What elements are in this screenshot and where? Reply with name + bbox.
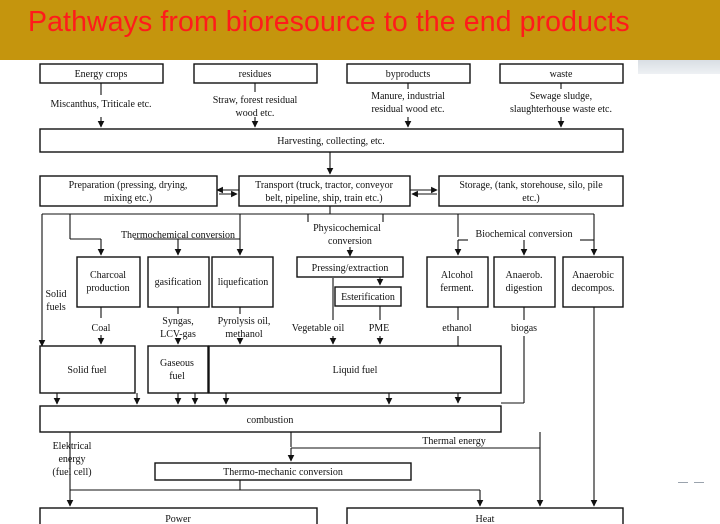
thermo-mechanic-box: [154, 462, 412, 481]
transport-label: Transport (truck, tractor, conveyor: [255, 180, 393, 191]
process-label: digestion: [506, 283, 543, 294]
source-examples: slaughterhouse waste etc.: [510, 104, 612, 115]
intermediate-label: Syngas,: [162, 316, 193, 327]
harvesting-label: Harvesting, collecting, etc.: [277, 136, 384, 147]
biochemical-label: Biochemical conversion: [476, 229, 573, 240]
solid-fuel-box: [39, 345, 136, 394]
gaseous-fuel-box: [147, 345, 209, 394]
combustion-box: [39, 405, 502, 433]
intermediate-label: Vegetable oil: [292, 323, 345, 334]
process-label: Anaerob.: [506, 270, 543, 281]
storage-label: etc.): [522, 193, 540, 204]
source-examples: Straw, forest residual: [213, 95, 298, 106]
fuel-label: fuel: [169, 371, 185, 382]
process-label: ferment.: [440, 283, 474, 294]
electrical-energy-label: energy: [58, 454, 85, 465]
process-label: production: [86, 283, 129, 294]
thermochemical-label: Thermochemical conversion: [121, 230, 235, 241]
charcoal-production-box: [76, 256, 141, 308]
source-examples: residual wood etc.: [371, 104, 444, 115]
source-examples: Manure, industrial: [371, 91, 445, 102]
source-label: residues: [239, 69, 272, 80]
fuel-label: Gaseous: [160, 358, 194, 369]
intermediate-label: ethanol: [442, 323, 472, 334]
process-label: liquefication: [218, 277, 269, 288]
slide-title: Pathways from bioresource to the end pro…: [28, 6, 630, 38]
source-examples: Miscanthus, Triticale etc.: [50, 99, 151, 110]
heat-label: Heat: [476, 514, 495, 524]
anaerob-digestion-box: [493, 256, 556, 308]
thermo-mechanic-label: Thermo-mechanic conversion: [223, 467, 343, 478]
electrical-energy-label: (fuel cell): [52, 467, 91, 478]
source-label: byproducts: [386, 69, 431, 80]
source-examples: wood etc.: [236, 108, 275, 119]
source-label: waste: [550, 69, 573, 80]
intermediate-label: PME: [369, 323, 390, 334]
title-bar: Pathways from bioresource to the end pro…: [0, 0, 720, 60]
storage-label: Storage, (tank, storehouse, silo, pile: [459, 180, 603, 191]
process-label: Alcohol: [441, 270, 473, 281]
harvesting-box: [39, 128, 624, 153]
preparation-box: [39, 175, 218, 207]
process-label: gasification: [155, 277, 202, 288]
transport-label: belt, pipeline, ship, train etc.): [265, 193, 382, 204]
source-examples: Sewage sludge,: [530, 91, 592, 102]
liquefication-box: [211, 256, 274, 308]
intermediate-label: methanol: [225, 329, 262, 340]
combustion-label: combustion: [247, 415, 294, 426]
esterification-box: [334, 286, 402, 307]
electrical-energy-label: Elektrical: [53, 441, 92, 452]
anaerobic-decompos-box: [562, 256, 624, 308]
intermediate-label: Coal: [92, 323, 111, 334]
intermediate-label: biogas: [511, 323, 537, 334]
connectors: [38, 83, 598, 507]
source-energy-crops: [39, 63, 164, 84]
pressing-extraction-box: [296, 256, 404, 278]
preparation-label: Preparation (pressing, drying,: [69, 180, 188, 191]
gasification-box: [147, 256, 210, 308]
preparation-label: mixing etc.): [104, 193, 152, 204]
heat-box: [346, 507, 624, 524]
source-byproducts: [346, 63, 471, 84]
intermediate-label: Pyrolysis oil,: [218, 316, 271, 327]
solid-fuels-label: Solid: [45, 289, 66, 300]
decor-dash: [694, 482, 704, 483]
physicochemical-label: conversion: [328, 236, 372, 247]
solid-fuels-label: fuels: [46, 302, 66, 313]
thermal-energy-label: Thermal energy: [422, 436, 485, 447]
process-label: Esterification: [341, 292, 395, 303]
source-label: Energy crops: [75, 69, 128, 80]
process-label: decompos.: [571, 283, 614, 294]
decor-dash: [678, 482, 688, 483]
source-residues: [193, 63, 318, 84]
power-box: [39, 507, 318, 524]
fuel-label: Liquid fuel: [333, 365, 378, 376]
process-label: Pressing/extraction: [312, 263, 389, 274]
source-waste: [499, 63, 624, 84]
process-label: Anaerobic: [572, 270, 614, 281]
fuel-label: Solid fuel: [67, 365, 106, 376]
physicochemical-label: Physicochemical: [313, 223, 381, 234]
alcohol-ferment-box: [426, 256, 489, 308]
liquid-fuel-box: [208, 345, 502, 394]
intermediate-label: LCV-gas: [160, 329, 196, 340]
transport-box: [238, 175, 411, 207]
process-label: Charcoal: [90, 270, 126, 281]
power-label: Power: [165, 514, 191, 524]
storage-box: [438, 175, 624, 207]
